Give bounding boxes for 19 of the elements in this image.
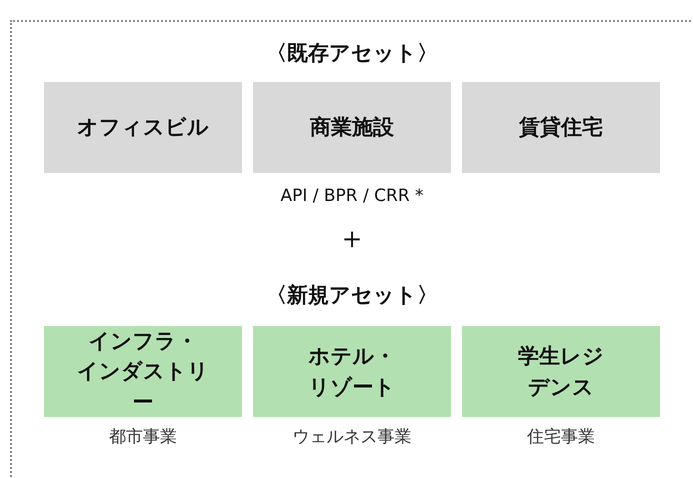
business-caption: ウェルネス事業 [292, 426, 412, 449]
footnote-text: API / BPR / CRR * [280, 185, 424, 208]
section-heading: 〈新規アセット〉 [266, 282, 438, 309]
box-label: 賃貸住宅 [519, 114, 603, 142]
new-asset-box [253, 326, 451, 417]
plus-sign: ＋ [337, 224, 367, 254]
business-caption: 住宅事業 [527, 426, 595, 449]
section-heading: 〈既存アセット〉 [266, 40, 438, 67]
new-asset-box [462, 326, 660, 417]
box-label: 学生レジデンス [517, 343, 605, 400]
box-label: ホテル・リゾート [308, 343, 396, 400]
box-label: インフラ・インダストリー [76, 328, 210, 416]
box-label: オフィスビル [77, 114, 209, 142]
existing-asset-box [462, 82, 660, 173]
box-label: 商業施設 [310, 114, 394, 142]
business-caption: 都市事業 [109, 426, 177, 449]
existing-asset-box [44, 82, 242, 173]
new-asset-box [44, 326, 242, 417]
existing-asset-box [253, 82, 451, 173]
